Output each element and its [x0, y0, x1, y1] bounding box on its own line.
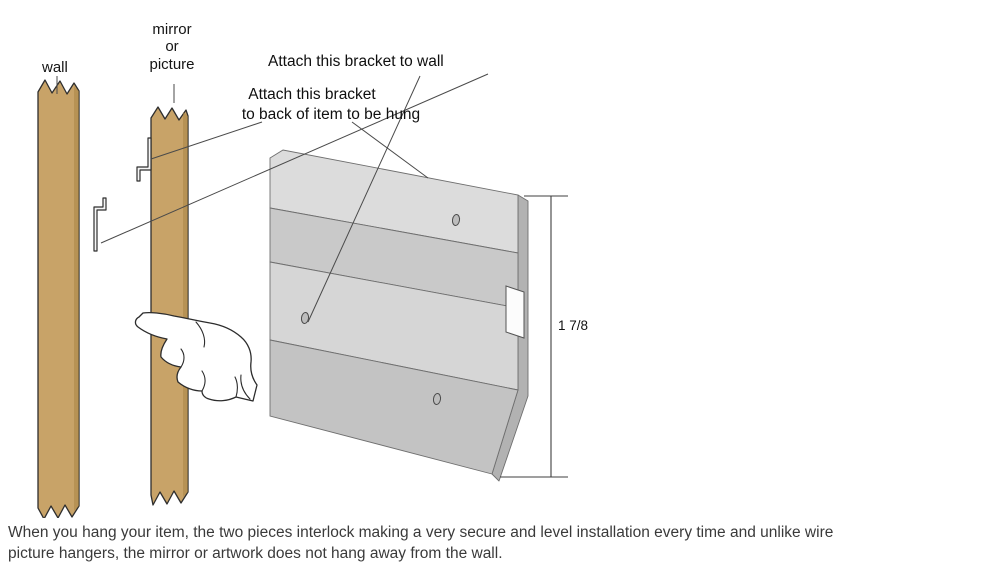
bracket-band-top: [269, 149, 519, 254]
mirror-label-line3: picture: [149, 56, 194, 73]
mirror-label-line1: mirror: [152, 21, 191, 38]
bracket-band-bottom: [269, 339, 519, 475]
screw-hole-2: [300, 312, 310, 324]
leader-wall-label-to-wall-hook: [100, 73, 489, 244]
hand-finger-fold-3: [234, 376, 238, 398]
dimension-label: 1 7/8: [558, 318, 588, 333]
mirror-strip-edge-shadow: [183, 112, 188, 497]
wall-hook: [93, 197, 107, 252]
hand-wrist-line: [240, 374, 251, 400]
bracket-diagram: 1 7/8 wall mirror or picture Attach this…: [37, 21, 588, 520]
screw-hole-1: [451, 214, 461, 226]
mirror-strip: [150, 106, 189, 506]
caption-line-2: picture hangers, the mirror or artwork d…: [8, 545, 503, 562]
mirror-label-line2: or: [165, 38, 178, 55]
leader-wall-label-to-bracket: [307, 75, 421, 323]
wall-strip-edge-shadow: [74, 86, 79, 511]
hand-finger-fold-2: [201, 370, 206, 392]
wall-label: wall: [41, 59, 68, 76]
hand-illustration: [134, 311, 258, 402]
hand-finger-fold-1: [180, 348, 185, 368]
attach-item-label-line1: Attach this bracket: [248, 86, 376, 103]
wall-strip: [37, 79, 80, 520]
screw-hole-3: [432, 393, 442, 405]
caption: When you hang your item, the two pieces …: [8, 522, 993, 564]
leader-item-label-to-bracket: [351, 121, 429, 179]
caption-line-1: When you hang your item, the two pieces …: [8, 524, 834, 541]
leader-item-label-to-mirror-hook: [150, 121, 263, 160]
bracket-channel-notch: [505, 285, 525, 339]
hand-knuckle-line: [195, 321, 206, 348]
mirror-hook: [136, 137, 152, 182]
attach-item-label-line2: to back of item to be hung: [242, 106, 420, 123]
attach-wall-label: Attach this bracket to wall: [268, 53, 444, 70]
